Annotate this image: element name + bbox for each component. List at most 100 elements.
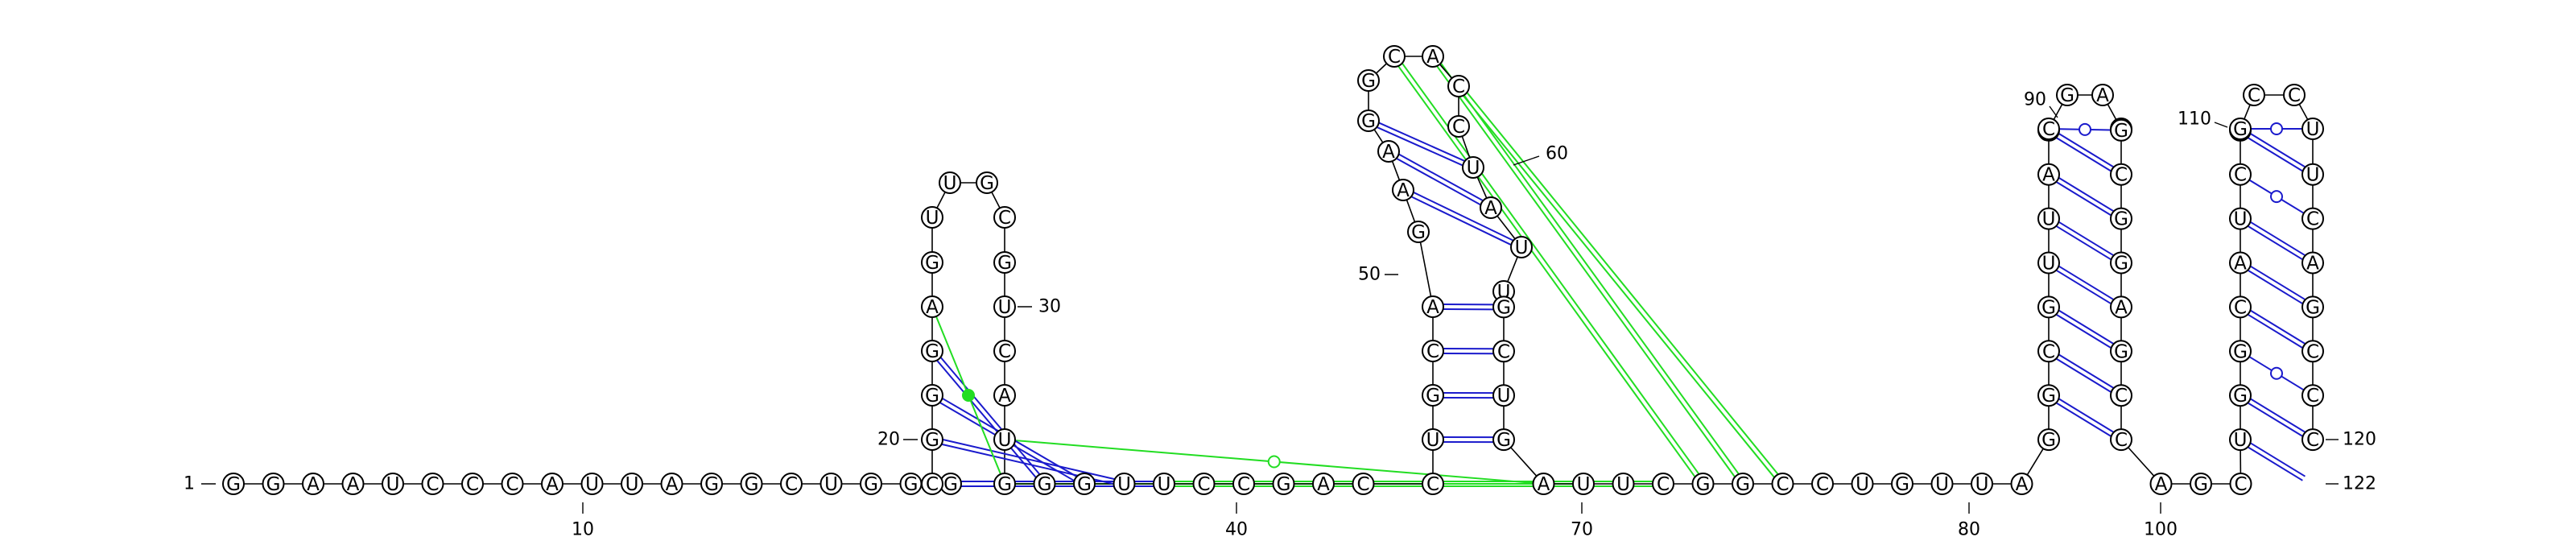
base-pair	[935, 316, 1002, 475]
svg-text:C: C	[506, 474, 518, 495]
svg-text:U: U	[1616, 474, 1630, 495]
svg-text:C: C	[2306, 386, 2319, 407]
nucleotide: U	[2301, 163, 2324, 186]
nucleotide: G	[921, 251, 943, 274]
svg-text:G: G	[2060, 85, 2074, 106]
base-pair	[2056, 133, 2114, 172]
position-label-20: 20	[877, 430, 900, 450]
svg-text:A: A	[2042, 165, 2055, 186]
svg-text:G: G	[2306, 297, 2320, 318]
nucleotide: G	[1407, 221, 1430, 243]
svg-text:C: C	[1497, 341, 1510, 362]
label-tick	[1513, 155, 1540, 166]
base-pair	[1396, 153, 1484, 206]
svg-text:C: C	[2306, 341, 2319, 362]
svg-text:A: A	[2234, 254, 2247, 275]
nucleotide: U	[2229, 428, 2252, 452]
nucleotide: C	[2301, 428, 2324, 452]
svg-text:G: G	[1736, 474, 1750, 495]
svg-text:G: G	[997, 474, 1012, 495]
nucleotide: G	[1422, 384, 1444, 407]
svg-text:G: G	[997, 253, 1012, 274]
nucleotide: G	[1492, 295, 1515, 319]
nucleotide: U	[2037, 251, 2060, 275]
nucleotide: G	[2229, 384, 2252, 407]
svg-text:C: C	[1356, 474, 1369, 495]
nucleotide: G	[2110, 207, 2132, 230]
gu-pair-marker	[2270, 190, 2283, 204]
nucleotide: C	[1422, 340, 1444, 362]
base-pair	[2056, 177, 2114, 217]
svg-text:G: G	[925, 341, 939, 362]
svg-text:U: U	[943, 173, 957, 194]
svg-text:A: A	[1426, 297, 1439, 318]
base-pair	[936, 357, 1041, 478]
backbone-segment	[2298, 104, 2309, 120]
svg-text:U: U	[998, 297, 1012, 318]
base-pair	[1443, 392, 1494, 399]
svg-text:A: A	[2096, 85, 2109, 106]
base-pair	[2056, 398, 2114, 437]
nucleotide: C	[2283, 84, 2306, 106]
nucleotide: U	[2301, 118, 2324, 140]
nucleotide: A	[2110, 295, 2132, 319]
nucleotide: A	[993, 384, 1016, 407]
nucleotide: U	[1422, 428, 1444, 451]
nucleotide: A	[2301, 251, 2324, 275]
nucleotide: G	[939, 473, 962, 495]
svg-text:U: U	[998, 430, 1012, 451]
nucleotide: G	[993, 251, 1016, 274]
svg-text:G: G	[2114, 254, 2128, 275]
backbone-segment	[2053, 104, 2063, 120]
svg-text:U: U	[2042, 209, 2056, 230]
nucleotide: G	[1357, 109, 1380, 132]
nucleotide: C	[2229, 295, 2252, 319]
axis-tick-label-100: 100	[2144, 520, 2178, 540]
svg-text:A: A	[2115, 297, 2128, 318]
nucleotide: C	[1447, 75, 1470, 97]
position-label-60: 60	[1546, 144, 1568, 164]
nucleotide: G	[1073, 473, 1096, 495]
nucleotide: G	[222, 473, 245, 495]
svg-text:G: G	[1426, 386, 1440, 407]
nucleotide: U	[1510, 236, 1533, 258]
nucleotide: A	[1392, 179, 1414, 201]
base-pair	[2248, 356, 2305, 391]
nucleotide: A	[1480, 196, 1502, 219]
nucleotide: C	[2301, 340, 2324, 363]
axis-tick-label-10: 10	[572, 520, 594, 540]
svg-text:C: C	[2234, 297, 2247, 318]
base-pair-layer	[935, 122, 2306, 487]
nucleotide: C	[1771, 473, 1794, 495]
nucleotide: U	[993, 295, 1016, 318]
svg-text:C: C	[2306, 430, 2319, 451]
nucleotide: G	[1357, 69, 1380, 92]
svg-text:C: C	[1426, 474, 1439, 495]
nucleotide: A	[921, 295, 943, 318]
svg-text:A: A	[2306, 254, 2319, 275]
nucleotide: C	[1383, 45, 1406, 68]
base-pair	[2056, 353, 2114, 393]
nucleotide: U	[2037, 207, 2060, 230]
nucleotide: G	[921, 340, 943, 362]
svg-text:G: G	[2233, 119, 2248, 140]
svg-text:G: G	[2194, 474, 2208, 495]
svg-text:A: A	[1382, 142, 1395, 163]
position-label-120: 120	[2343, 430, 2376, 450]
svg-text:A: A	[347, 474, 360, 495]
svg-text:G: G	[1411, 222, 1426, 243]
svg-text:G: G	[704, 474, 719, 495]
svg-text:A: A	[1484, 198, 1497, 219]
base-pair	[2248, 309, 2306, 349]
base-pair	[2056, 221, 2114, 261]
pseudoknot-pair	[1014, 440, 1534, 484]
svg-text:G: G	[1361, 111, 1376, 132]
backbone-segment	[991, 192, 1001, 209]
svg-text:C: C	[466, 474, 479, 495]
base-pair	[1443, 304, 1494, 311]
base-pair	[2248, 398, 2306, 437]
nucleotide: C	[461, 473, 484, 495]
svg-text:C: C	[1452, 76, 1465, 97]
svg-text:C: C	[426, 474, 439, 495]
nucleotide: G	[1732, 473, 1754, 495]
